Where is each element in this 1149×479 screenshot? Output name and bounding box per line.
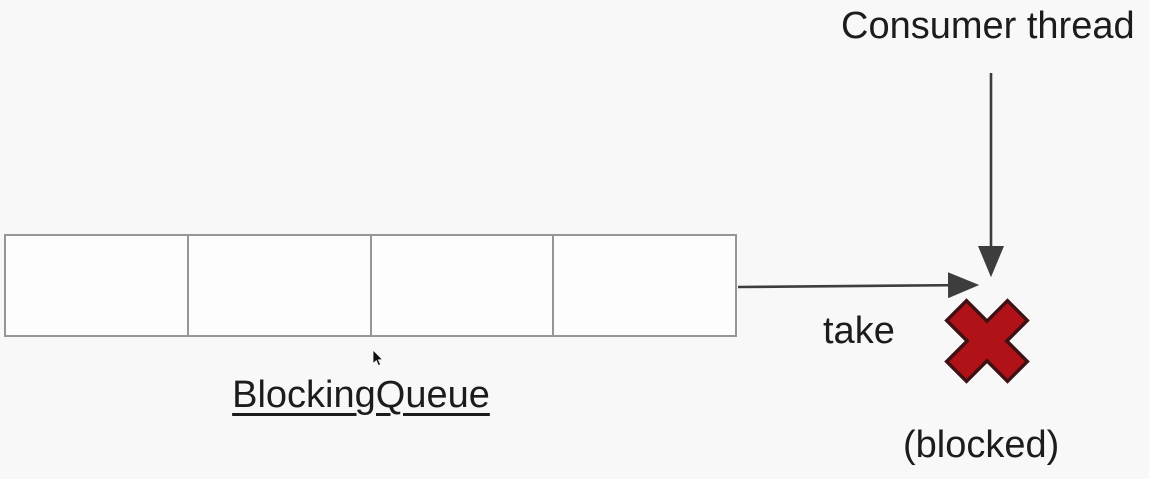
consumer-thread-label: Consumer thread: [841, 5, 1135, 47]
take-arrow-right-icon: [737, 272, 980, 299]
blocking-queue-label: BlockingQueue: [232, 374, 490, 416]
take-label: take: [823, 310, 895, 352]
blocking-queue: [4, 234, 737, 337]
red-x-blocked-icon: [944, 298, 1030, 384]
mouse-cursor-icon: [372, 350, 384, 367]
queue-cell: [188, 236, 372, 335]
queue-cell: [554, 236, 735, 335]
queue-cell: [6, 236, 189, 335]
blocked-label: (blocked): [903, 424, 1060, 466]
queue-cell: [371, 236, 555, 335]
